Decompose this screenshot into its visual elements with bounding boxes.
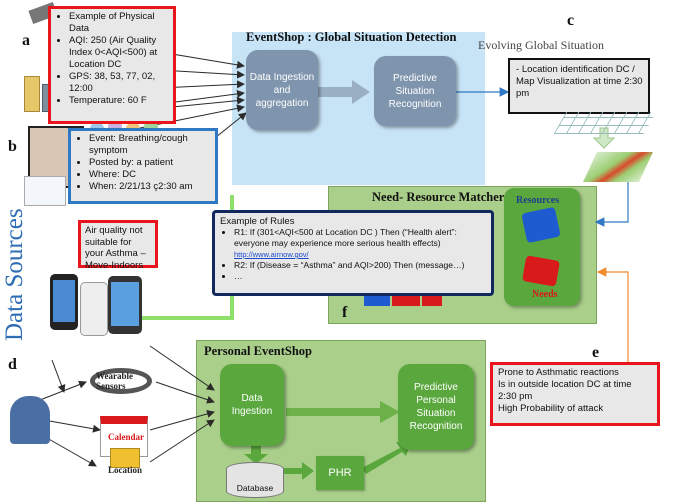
person-icon — [10, 396, 50, 444]
prone-line: Is in outside location DC at time 2:30 p… — [498, 379, 632, 402]
label-a: a — [22, 32, 30, 49]
physical-data-item: Example of Physical Data — [69, 11, 169, 35]
location-text: Location identification DC / Map Visuali… — [516, 64, 643, 99]
physical-data-item: Temperature: 60 F — [69, 95, 169, 107]
airnow-link[interactable]: http://www.airnow.gov/ — [234, 250, 309, 259]
label-c: c — [567, 12, 575, 29]
rules-heading: Example of Rules — [220, 216, 295, 227]
predictive-recognition-node: Predictive Situation Recognition — [374, 56, 456, 126]
physical-data-item: AQI: 250 (Air Quality Index 0<AQI<500) a… — [69, 35, 169, 71]
label-e: e — [592, 344, 600, 361]
event-item: Where: DC — [89, 169, 211, 181]
smartphones-icon — [50, 272, 150, 338]
phr-to-recognition-arrow — [362, 440, 412, 474]
wearable-sensors-label: Wearable Sensors — [96, 371, 133, 391]
resources-label: Resources — [516, 195, 560, 206]
database-icon: Database — [226, 462, 284, 498]
rule-item: … — [234, 271, 486, 282]
grid-map-icon — [553, 112, 657, 134]
label-b: b — [8, 138, 17, 155]
personal-ingestion-node: Data Ingestion — [220, 364, 284, 446]
alert-callout: Air quality not suitable for your Asthma… — [78, 220, 158, 271]
needs-label: Needs — [532, 289, 558, 300]
personal-recognition-node: Predictive Personal Situation Recognitio… — [398, 364, 474, 450]
rule-item: R2: If (Disease = “Asthma” and AQI>200) … — [234, 260, 486, 271]
physical-data-callout: Example of Physical Data AQI: 250 (Air Q… — [48, 6, 176, 124]
event-item: Posted by: a patient — [89, 157, 211, 169]
event-callout: Event: Breathing/cough symptom Posted by… — [68, 128, 218, 204]
wearable-sensor-icon — [90, 368, 152, 394]
label-f: f — [342, 304, 348, 321]
calendar-label: Calendar — [108, 432, 144, 442]
database-label: Database — [236, 483, 274, 493]
prone-callout: Prone to Asthmatic reactions Is in outsi… — [490, 362, 660, 426]
personal-eventshop-title: Personal EventShop — [204, 344, 313, 358]
prone-line: Prone to Asthmatic reactions — [498, 367, 619, 378]
red-puzzle-icon — [522, 255, 560, 287]
map-to-resources-line — [594, 180, 629, 227]
db-to-phr-arrow — [284, 462, 314, 480]
location-label: Location — [108, 465, 143, 475]
evolving-situation-label: Evolving Global Situation — [478, 38, 604, 52]
network-graph-icon — [24, 176, 66, 206]
rule-item: R1: If (301<AQI<500 at Location DC ) The… — [234, 227, 486, 260]
personal-fat-arrow — [286, 401, 400, 423]
physical-data-item: GPS: 38, 53, 77, 02, 12:00 — [69, 71, 169, 95]
matcher-title: Need- Resource Matcher — [372, 190, 505, 204]
phr-node: PHR — [316, 456, 364, 490]
location-pin-icon — [110, 448, 140, 468]
prone-to-needs-line — [596, 267, 629, 366]
data-ingestion-node: Data Ingestion and aggregation — [246, 50, 318, 130]
event-item: Event: Breathing/cough symptom — [89, 133, 211, 157]
data-sources-label: Data Sources — [1, 208, 28, 341]
fat-arrow-eventshop — [316, 80, 370, 104]
rules-callout: Example of Rules R1: If (301<AQI<500 at … — [212, 210, 494, 296]
resources-needs-box — [504, 188, 580, 306]
eventshop-title: EventShop : Global Situation Detection — [246, 30, 457, 44]
ingestion-to-db-arrow — [244, 446, 268, 464]
label-d: d — [8, 356, 17, 373]
prone-line: High Probability of attack — [498, 403, 604, 414]
location-callout: - Location identification DC / Map Visua… — [508, 58, 650, 114]
event-item: When: 2/21/13 ç2:30 am — [89, 181, 211, 193]
